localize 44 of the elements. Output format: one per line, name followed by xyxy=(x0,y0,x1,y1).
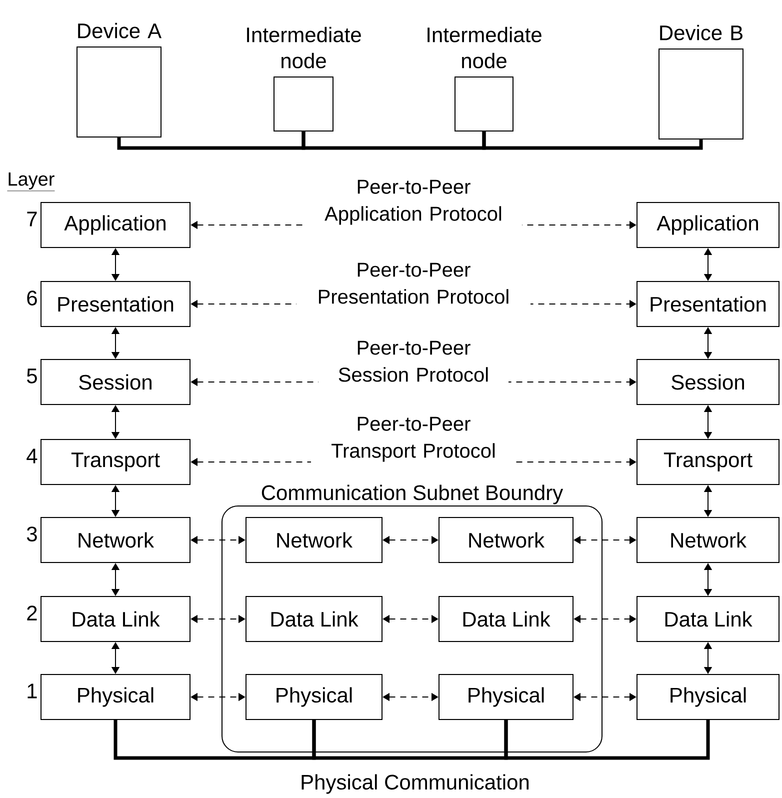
layer-box: Data Link xyxy=(438,596,574,642)
caption-text: Physical Communication xyxy=(302,774,529,794)
edge-label: Peer-to-Peer Application Protocol xyxy=(305,178,522,226)
layer-box: Physical xyxy=(246,674,382,720)
device-box: Device B xyxy=(658,24,744,140)
node-label: Communication Subnet Boundry xyxy=(262,484,564,504)
layer-box: Physical xyxy=(40,674,190,720)
edge-label: Peer-to-Peer Transport Protocol xyxy=(311,416,516,463)
layer-box: Network xyxy=(40,517,190,563)
layer-box: Physical xyxy=(438,674,574,720)
layer-box: Session xyxy=(636,359,780,405)
layer-box: Data Link xyxy=(636,596,780,642)
bus-line xyxy=(482,132,703,150)
layer-box: Data Link xyxy=(40,596,190,642)
node-label: Device A xyxy=(78,22,162,38)
layer-box: Session xyxy=(40,359,190,405)
layer-number: 4 xyxy=(26,448,38,464)
layer-box: Physical xyxy=(636,674,780,720)
layer-box: Network xyxy=(246,517,382,563)
layer-number: 2 xyxy=(27,606,37,620)
node-label: Intermediate node xyxy=(247,26,361,68)
device-box: Device A xyxy=(76,22,162,138)
layer-heading: Layer xyxy=(7,172,55,192)
layer-number: 1 xyxy=(28,684,37,698)
node-label: Intermediate node xyxy=(428,26,542,68)
layer-box: Network xyxy=(636,517,780,563)
layer-box: Transport xyxy=(40,439,190,485)
layer-box: Data Link xyxy=(246,596,382,642)
edge-label: Peer-to-Peer Presentation Protocol xyxy=(296,262,530,305)
layer-box: Transport xyxy=(636,439,780,485)
bus-line xyxy=(504,720,710,760)
layer-box: Application xyxy=(40,202,190,248)
device-box: Intermediate node xyxy=(247,26,361,132)
layer-number: 7 xyxy=(27,212,37,226)
layer-box: Application xyxy=(636,202,780,248)
layer-box: Presentation xyxy=(636,281,780,327)
node-label: Device B xyxy=(660,24,742,40)
device-box: Intermediate node xyxy=(428,26,542,132)
layer-number: 6 xyxy=(27,290,37,306)
layer-box: Network xyxy=(438,517,574,563)
layer-number: 5 xyxy=(26,368,37,384)
edge-label: Peer-to-Peer Session Protocol xyxy=(318,340,508,383)
layer-box: Presentation xyxy=(40,281,190,327)
layer-number: 3 xyxy=(26,526,37,542)
